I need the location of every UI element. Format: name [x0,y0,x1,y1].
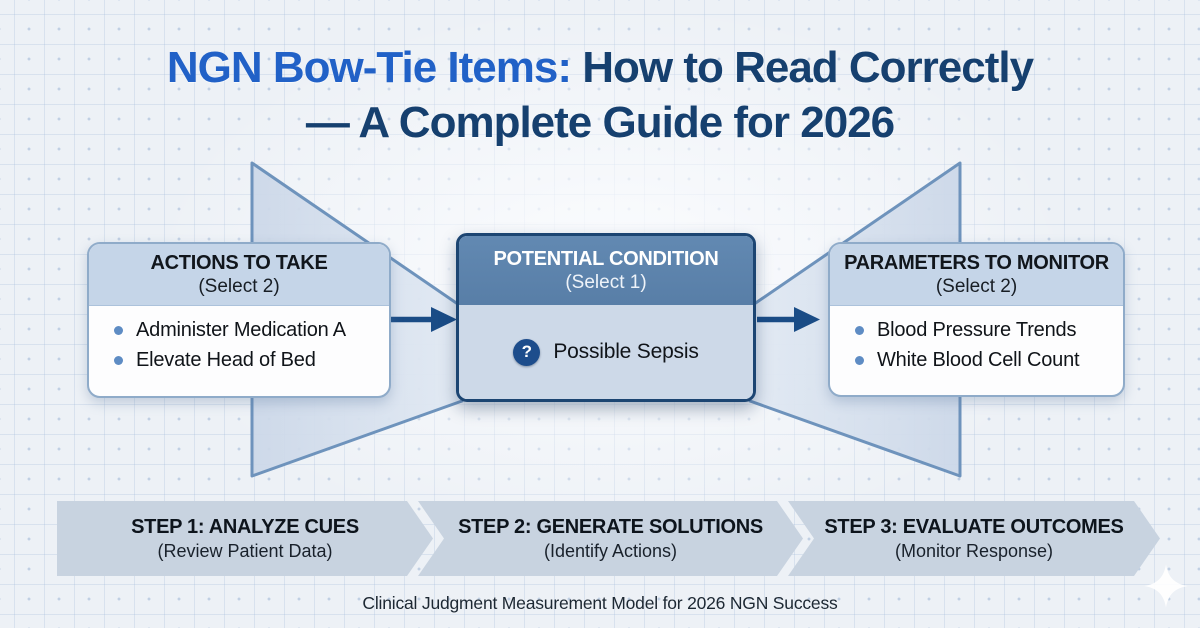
list-item: White Blood Cell Count [855,349,1113,372]
step-2-band: STEP 2: GENERATE SOLUTIONS (Identify Act… [418,501,803,576]
bullet-dot-icon [855,326,864,335]
sparkle-icon [1144,564,1188,608]
parameter-item-label: Blood Pressure Trends [877,319,1077,341]
actions-box-header: ACTIONS TO TAKE (Select 2) [89,244,389,306]
parameter-item-label: White Blood Cell Count [877,349,1080,371]
step-1-band: STEP 1: ANALYZE CUES (Review Patient Dat… [57,501,433,576]
question-mark-icon: ? [513,338,541,366]
step-3-band: STEP 3: EVALUATE OUTCOMES (Monitor Respo… [788,501,1160,576]
flow-arrow-left-icon [390,307,457,332]
title-accent: NGN Bow-Tie Items: [166,43,572,92]
parameters-box-title: PARAMETERS TO MONITOR [844,252,1109,274]
actions-box-title: ACTIONS TO TAKE [150,252,328,274]
condition-box-header: POTENTIAL CONDITION (Select 1) [459,236,753,305]
condition-box-body: ? Possible Sepsis [459,305,753,399]
parameters-to-monitor-box: PARAMETERS TO MONITOR (Select 2) Blood P… [828,242,1125,397]
bullet-dot-icon [114,326,123,335]
condition-label: Possible Sepsis [553,340,699,363]
title-rest: How to Read Correctly [582,43,1034,92]
actions-box-body: Administer Medication A Elevate Head of … [89,306,389,372]
bullet-dot-icon [114,356,123,365]
footer-caption: Clinical Judgment Measurement Model for … [362,593,838,613]
page-title: NGN Bow-Tie Items: How to Read Correctly… [0,40,1200,150]
step-1-title: STEP 1: ANALYZE CUES [131,515,359,538]
potential-condition-box: POTENTIAL CONDITION (Select 1) ? Possibl… [456,233,756,402]
action-item-label: Elevate Head of Bed [136,349,316,371]
step-3-subtitle: (Monitor Response) [894,540,1054,561]
bullet-dot-icon [855,356,864,365]
parameters-box-subtitle: (Select 2) [935,276,1018,297]
parameters-box-header: PARAMETERS TO MONITOR (Select 2) [830,244,1123,306]
flow-arrow-right-icon [757,307,820,332]
list-item: Administer Medication A [114,319,379,342]
actions-box-subtitle: (Select 2) [198,276,280,297]
list-item: Elevate Head of Bed [114,349,379,372]
step-2-title: STEP 2: GENERATE SOLUTIONS [458,515,763,538]
step-3-title: STEP 3: EVALUATE OUTCOMES [824,515,1124,538]
action-item-label: Administer Medication A [136,319,346,341]
title-line-2: — A Complete Guide for 2026 [305,98,895,147]
actions-to-take-box: ACTIONS TO TAKE (Select 2) Administer Me… [87,242,391,398]
step-2-subtitle: (Identify Actions) [543,540,678,561]
condition-box-subtitle: (Select 1) [565,272,647,293]
parameters-box-body: Blood Pressure Trends White Blood Cell C… [830,306,1123,372]
condition-box-title: POTENTIAL CONDITION [493,248,719,270]
title-line-1: NGN Bow-Tie Items: How to Read Correctly [0,40,1200,95]
list-item: Blood Pressure Trends [855,319,1113,342]
step-1-subtitle: (Review Patient Data) [157,540,333,561]
